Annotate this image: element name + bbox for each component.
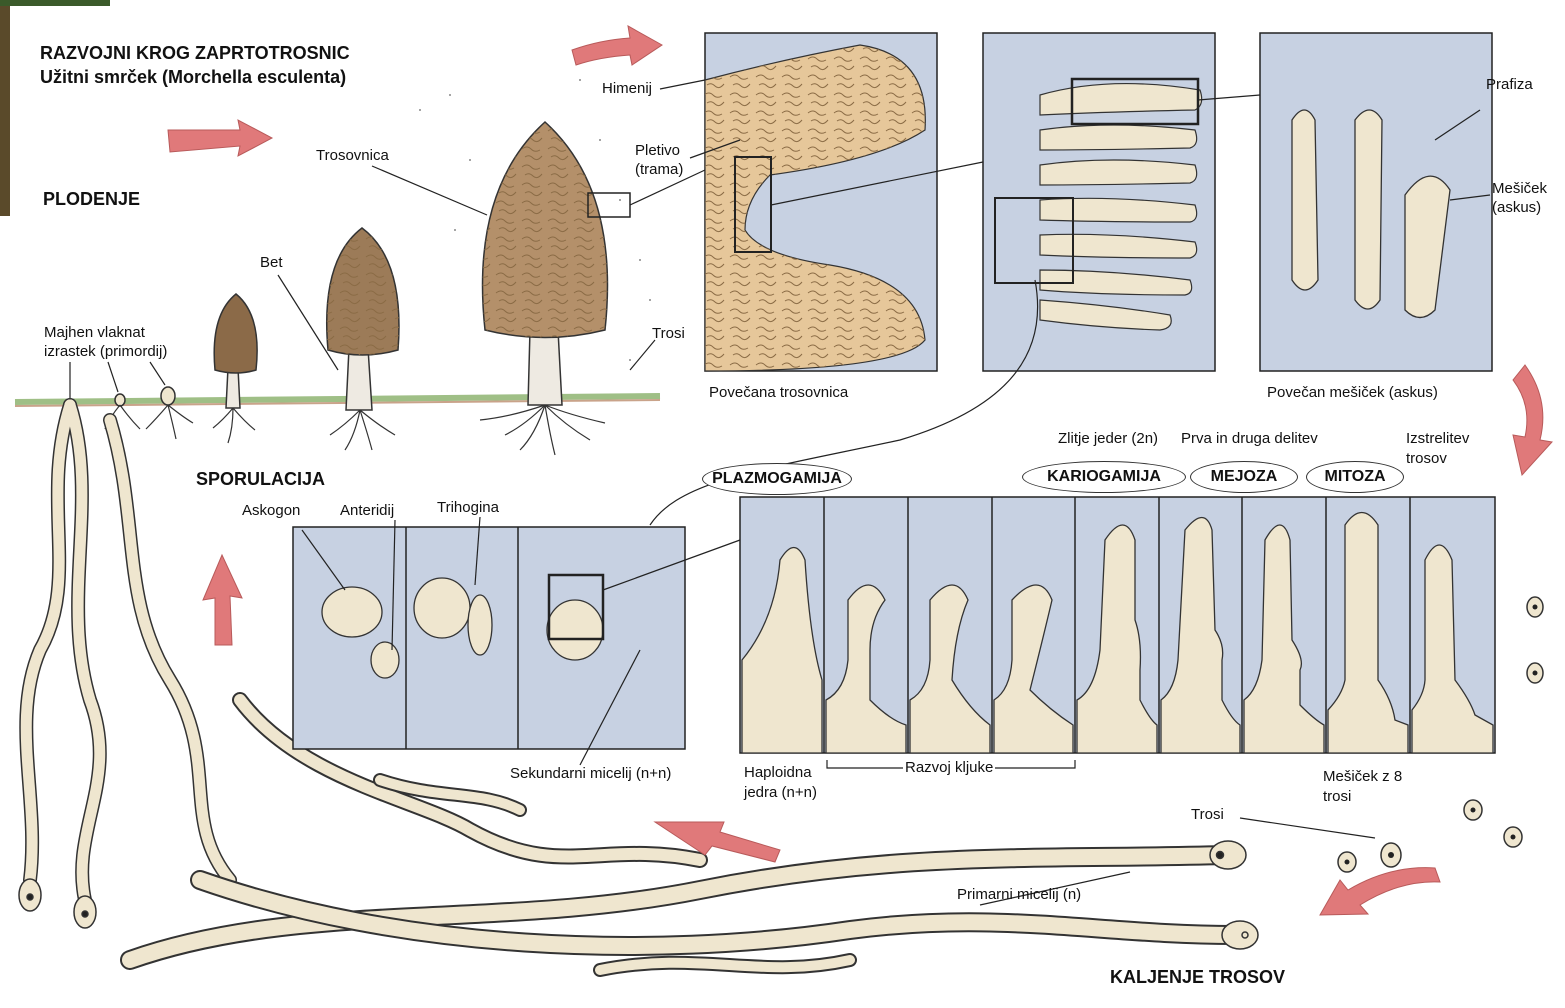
label-trosovnica: Trosovnica	[316, 147, 389, 165]
label-primarni-micelij: Primarni micelij (n)	[957, 886, 1081, 904]
process-mitoza: MITOZA	[1306, 461, 1404, 493]
morel-medium	[327, 228, 399, 410]
label-mesicek-8-1: Mešiček z 8	[1323, 768, 1402, 786]
label-primordij-2: izrastek (primordij)	[44, 343, 167, 361]
label-delitev: Prva in druga delitev	[1181, 430, 1318, 448]
process-mejoza: MEJOZA	[1190, 461, 1298, 493]
diagram-title: RAZVOJNI KROG ZAPRTOTROSNIC	[40, 44, 350, 62]
label-izstrelitev-2: trosov	[1406, 450, 1447, 468]
diagram-subtitle: Užitni smrček (Morchella esculenta)	[40, 68, 346, 86]
roots	[105, 405, 605, 455]
label-askogon: Askogon	[242, 502, 300, 520]
label-himenij: Himenij	[602, 80, 652, 98]
label-anteridij: Anteridij	[340, 502, 394, 520]
stage-sporulacija: SPORULACIJA	[196, 470, 325, 488]
label-sekundarni-micelij: Sekundarni micelij (n+n)	[510, 765, 671, 783]
label-zlitje: Zlitje jeder (2n)	[1058, 430, 1158, 448]
label-prafiza: Prafiza	[1486, 76, 1533, 94]
label-pletivo: Pletivo	[635, 142, 680, 160]
morel-large	[483, 122, 631, 405]
label-trihogina: Trihogina	[437, 499, 499, 517]
label-haploidna-1: Haploidna	[744, 764, 812, 782]
process-plazmogamija: PLAZMOGAMIJA	[702, 463, 852, 495]
label-trosi-bottom: Trosi	[1191, 806, 1224, 824]
stage-kaljenje: KALJENJE TROSOV	[1110, 968, 1285, 986]
label-izstrelitev-1: Izstrelitev	[1406, 430, 1469, 448]
label-mesicek-8-2: trosi	[1323, 788, 1351, 806]
label-trosi-top: Trosi	[652, 325, 685, 343]
label-bet: Bet	[260, 254, 283, 272]
process-kariogamija: KARIOGAMIJA	[1022, 461, 1186, 493]
morel-small	[214, 294, 257, 408]
stage-plodenje: PLODENJE	[43, 190, 140, 208]
label-povecana-trosovnica: Povečana trosovnica	[709, 384, 848, 402]
label-askus: (askus)	[1492, 199, 1541, 217]
label-primordij-1: Majhen vlaknat	[44, 324, 145, 342]
label-razvoj-kljuke: Razvoj kljuke	[903, 759, 995, 777]
panel-hymenium	[983, 33, 1215, 371]
label-haploidna-2: jedra (n+n)	[744, 784, 817, 802]
label-mesicek: Mešiček	[1492, 180, 1547, 198]
label-povecan-mesicek: Povečan mešiček (askus)	[1267, 384, 1438, 402]
panel-enlarged-ascus	[1260, 33, 1492, 371]
label-trama: (trama)	[635, 161, 683, 179]
panel-plasmogamy	[293, 527, 685, 749]
ground	[15, 396, 660, 406]
panel-enlarged-cap	[705, 33, 937, 371]
panel-hook-development	[740, 497, 1495, 753]
